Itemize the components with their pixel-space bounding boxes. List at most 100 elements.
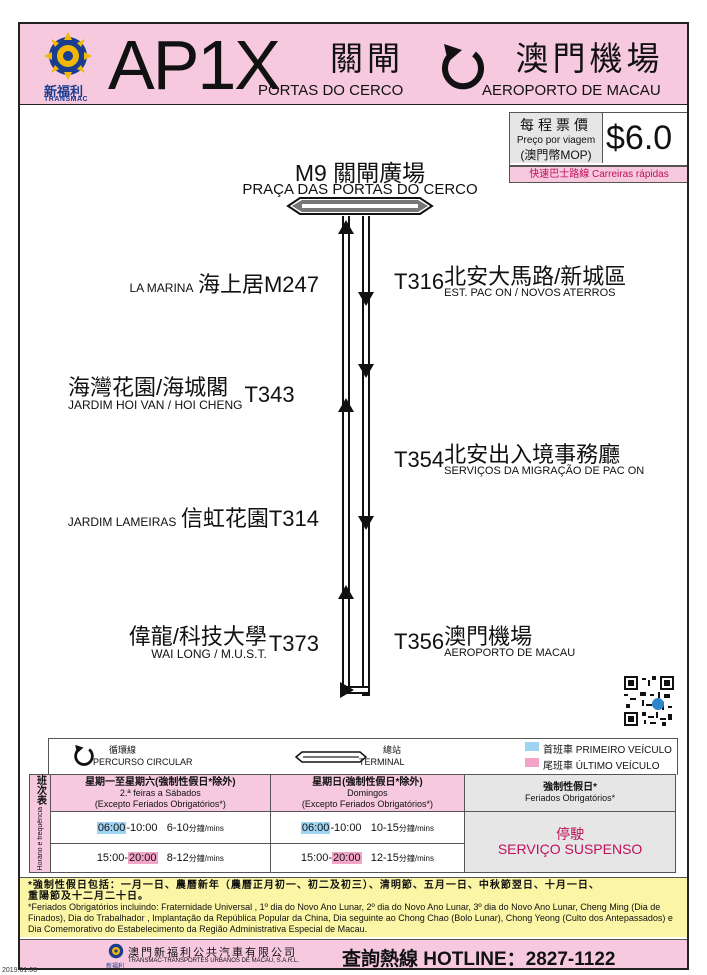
frequency-unit: 分鐘/mins [188,854,224,864]
stop-name-cn: 澳門機場 [444,624,533,649]
notes-pt: *Feriados Obrigatórios incluindo: Frater… [28,902,673,934]
side-label-pt: Horário e frequência [36,807,44,871]
legend-circular-pt: PERCURSO CIRCULAR [93,757,193,767]
terminal-bar-icon [295,751,367,763]
express-route-label: 快速巴士路線 Carreiras rápidas [509,166,687,183]
footer: 新福利 澳門新福利公共汽車有限公司 TRANSMAC-TRANSPORTES U… [20,939,687,970]
schedule-header-sunday: 星期日(強制性假日*除外) Domingos (Excepto Feriados… [269,774,466,812]
sunday-header-pt2: (Excepto Feriados Obrigatórios*) [301,798,433,809]
qr-code-icon [624,676,674,726]
legend-last-bus: 尾班車 ÚLTIMO VEÍCULO [543,761,660,772]
footer-logo-label: 新福利 [106,964,125,970]
footer-company-cn: 澳門新福利公共汽車有限公司 [128,947,297,959]
stop-name-cn: 偉龍/科技大學 [128,624,267,649]
stop-t343: 海灣花園/海城閣 JARDIM HOI VAN / HOI CHENG T343 [68,370,295,412]
origin-name-pt: PORTAS DO CERCO [258,82,404,99]
fare-currency: (澳門幣MOP) [520,148,592,162]
sunday-header-cn: 星期日(強制性假日*除外) [312,776,423,788]
holiday-status: 停駛 SERVIÇO SUSPENSO [464,810,676,874]
weekday-header-pt2: (Excepto Feriados Obrigatórios*) [94,798,226,809]
stop-name-pt: LA MARINA [129,281,194,295]
legend: 循環線 PERCURSO CIRCULAR 總站 TERMINAL 首班車 PR… [48,738,678,775]
terminal-name-pt: PRAÇA DAS PORTAS DO CERCO [242,181,478,198]
schedule-header-weekday: 星期一至星期六(強制性假日*除外) 2.ª feiras a Sábados (… [50,774,271,812]
stop-m247: LA MARINA 海上居M247 [129,267,319,299]
stop-name-cn: 信虹花園 [180,506,269,531]
schedule-table: 班次表 Horário e frequência 星期一至星期六(強制性假日*除… [29,773,676,874]
weekday-header-pt1: 2.ª feiras a Sábados [119,787,201,798]
fare-box: 每程票價 Preço por viagem (澳門幣MOP) $6.0 [509,112,687,166]
stop-t314: JARDIM LAMEIRAS 信虹花園T314 [68,501,319,533]
stop-name-cn: 海上居 [197,272,264,297]
route-line-up [342,216,350,686]
stop-code: T343 [244,382,295,407]
route-line-down [362,216,370,696]
last-bus-swatch [525,758,539,767]
schedule-side-label: 班次表 Horário e frequência [29,773,51,874]
legend-first-bus: 首班車 PRIMEIRO VEÍCULO [543,745,672,756]
weekday-evening-start: 15:00- [96,852,129,865]
transmac-logo-icon [44,32,92,80]
stop-t373: 偉龍/科技大學 WAI LONG / M.U.S.T. T373 [129,619,319,661]
company-name-cn: 新福利 [44,84,84,99]
print-date: 2019.01.06 [2,967,38,974]
stop-code: T373 [268,631,319,656]
fare-label-box: 每程票價 Preço por viagem (澳門幣MOP) [510,113,603,163]
stop-name-pt: JARDIM LAMEIRAS [67,515,177,529]
sunday-morning-frequency: 10-15 [370,821,399,834]
fare-price: $6.0 [606,119,673,157]
weekday-morning-end: -10:00 [126,821,158,834]
stop-name-pt: SERVIÇOS DA MIGRAÇÃO DE PAC ON [444,465,645,477]
down-arrow-icon [358,516,374,530]
stop-name-cn: 北安大馬路/新城區 [444,264,627,289]
loop-arrow-icon [340,682,354,698]
stop-name-cn: 北安出入境事務廳 [444,442,621,467]
side-label-cn: 班次表 [34,775,46,805]
schedule-header-holiday: 強制性假日* Feriados Obrigatórios* [464,774,676,812]
stop-name-pt: JARDIM HOI VAN / HOI CHENG [68,398,243,412]
stop-name-cn: 海灣花園/海城閣 [68,375,229,400]
down-arrow-icon [358,292,374,306]
legend-terminal-cn: 總站 [383,745,402,755]
destination-name-pt: AEROPORTO DE MACAU [482,82,661,99]
stop-code: T316 [394,269,445,294]
footer-company-pt: TRANSMAC-TRANSPORTES URBANOS DE MACAU, S… [128,958,299,964]
route-number: AP1X [108,26,281,104]
suspended-cn: 停駛 [556,826,585,843]
circular-route-icon [74,744,94,766]
stop-name-pt: AEROPORTO DE MACAU [444,647,576,659]
stop-name-pt: WAI LONG / M.U.S.T. [151,647,267,661]
hotline: 查詢熱線 HOTLINE：2827-1122 [342,949,616,970]
origin-name-cn: 關閘 [330,40,404,77]
suspended-pt: SERVIÇO SUSPENSO [497,841,643,858]
stop-t354: T354 北安出入境事務廳 SERVIÇOS DA MIGRAÇÃO DE PA… [394,437,644,477]
weekday-last-bus: 20:00 [128,852,158,865]
company-name-en: TRANSMAC [44,96,89,103]
legend-terminal-pt: TERMINAL [359,757,405,767]
weekday-evening-frequency: 8-12 [166,852,189,865]
fare-label-pt: Preço por viagem [516,135,596,146]
frequency-unit: 分鐘/mins [188,823,224,833]
weekday-morning-row: 06:00-10:00 6-10分鐘/mins [50,810,271,845]
circular-route-icon [442,44,484,90]
stop-t356: T356 澳門機場 AEROPORTO DE MACAU [394,619,575,659]
sunday-evening-start: 15:00- [300,852,333,865]
stop-code: T314 [268,506,319,531]
transmac-logo-icon [108,943,124,959]
holiday-notes: *強制性假日包括：一月一日、農曆新年（農曆正月初一、初二及初三）、清明節、五月一… [20,877,687,937]
sunday-evening-row: 15:00-20:00 12-15分鐘/mins [269,843,466,874]
weekday-header-cn: 星期一至星期六(強制性假日*除外) [85,776,236,788]
up-arrow-icon [338,398,354,412]
fare-label-cn: 每程票價 [520,117,592,133]
sunday-morning-row: 06:00-10:00 10-15分鐘/mins [269,810,466,845]
sunday-evening-frequency: 12-15 [370,852,399,865]
frequency-unit: 分鐘/mins [398,854,434,864]
weekday-evening-row: 15:00-20:00 8-12分鐘/mins [50,843,271,874]
weekday-first-bus: 06:00 [96,821,127,834]
sunday-first-bus: 06:00 [300,821,331,834]
legend-circular-cn: 循環線 [109,745,137,755]
down-arrow-icon [358,364,374,378]
stop-t316: T316 北安大馬路/新城區 EST. PAC ON / NOVOS ATERR… [394,259,626,299]
holiday-header-cn: 強制性假日* [543,782,598,793]
stop-code: T354 [394,447,445,472]
